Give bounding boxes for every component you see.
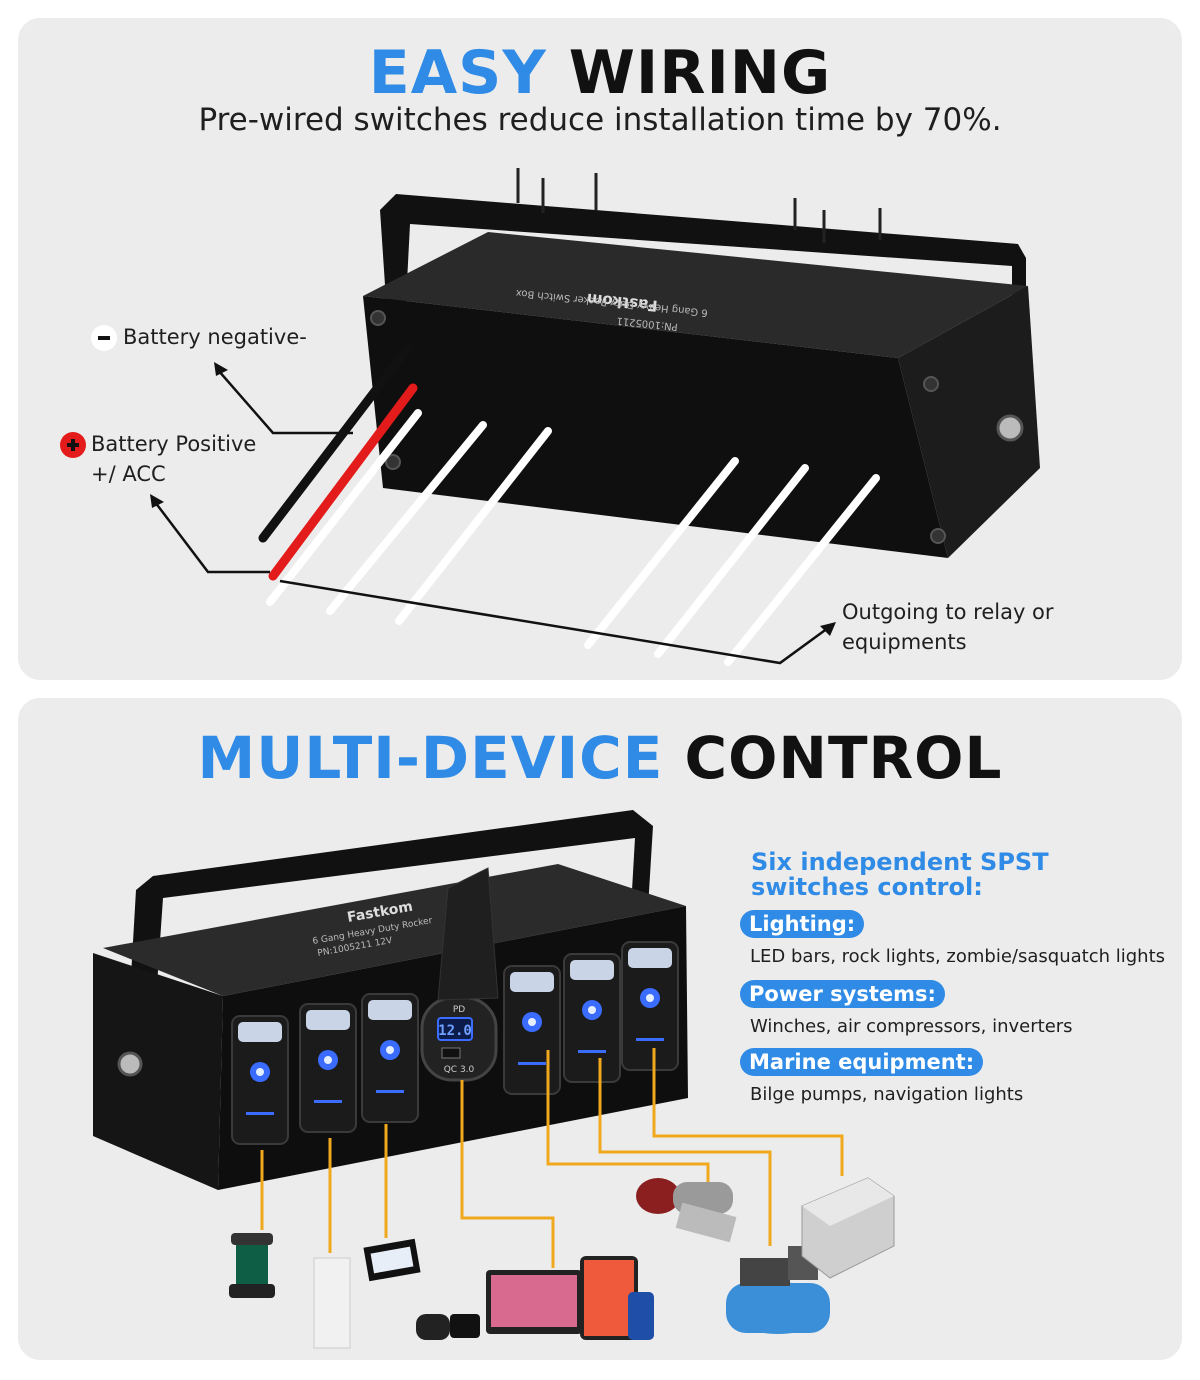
corner-screws — [370, 310, 946, 544]
box-top-face — [363, 232, 1028, 358]
easy-wiring-headline: EASY WIRING — [18, 38, 1182, 108]
white-output-wire-1 — [266, 409, 422, 606]
battery-positive-line2: +/ ACC — [91, 462, 166, 486]
category-power: Power systems: Winches, air compressors,… — [740, 980, 1073, 1037]
easy-wiring-panel: EASY WIRING Pre-wired switches reduce in… — [18, 18, 1182, 680]
device-wires — [260, 1048, 844, 1268]
rocker-switch-6[interactable] — [621, 941, 679, 1071]
inverter-device — [801, 1177, 895, 1279]
mounting-screws — [516, 168, 882, 243]
electronics-devices — [416, 1256, 654, 1340]
outgoing-line2: equipments — [842, 630, 967, 654]
box-side-face — [898, 286, 1040, 558]
battery-positive-label: Battery Positive +/ ACC — [91, 429, 256, 489]
air-compressor-device — [726, 1246, 830, 1334]
usb-dust-cover — [437, 867, 499, 1001]
box-side-face — [93, 953, 223, 1190]
black-negative-wire — [258, 343, 413, 543]
usb-qc-label: QC 3.0 — [444, 1065, 475, 1075]
battery-positive-line1: Battery Positive — [91, 432, 257, 456]
headline-accent-word: MULTI-DEVICE — [197, 724, 664, 792]
outgoing-label: Outgoing to relay or equipments — [842, 597, 1054, 657]
side-knob — [996, 414, 1024, 442]
rocker-switch-5[interactable] — [563, 953, 621, 1083]
white-output-wire-2 — [326, 421, 487, 615]
voltage-display: 12.0 — [438, 1023, 472, 1039]
red-positive-wire — [268, 383, 418, 581]
headline-rest-word: WIRING — [568, 38, 832, 108]
led-strip-device — [313, 1257, 351, 1349]
multi-device-control-panel: MULTI-DEVICE CONTROL Fastkom 6 Gang Heav… — [18, 698, 1182, 1360]
white-output-wire-3 — [395, 427, 552, 625]
rocker-switch-4[interactable] — [503, 965, 561, 1095]
switch-box-devices-illustration: Fastkom 6 Gang Heavy Duty Rocker PN:1005… — [93, 810, 895, 1349]
multi-device-headline: MULTI-DEVICE CONTROL — [18, 724, 1182, 792]
category-desc-power: Winches, air compressors, inverters — [750, 1016, 1073, 1037]
headline-accent-word: EASY — [368, 38, 547, 108]
nav-light-device — [229, 1233, 275, 1298]
battery-negative-label: Battery negative- — [123, 325, 307, 349]
rocker-switch-3[interactable] — [361, 993, 419, 1123]
rocker-switches — [231, 941, 679, 1145]
white-output-wire-4 — [584, 457, 739, 649]
headline-rest-word: CONTROL — [684, 724, 1003, 792]
rocker-switch-2[interactable] — [299, 1003, 357, 1133]
category-title-marine: Marine equipment: — [740, 1048, 984, 1076]
box-top-face — [103, 864, 686, 996]
mounting-bracket — [380, 194, 1026, 458]
six-switches-intro: Six independent SPST switches control: — [751, 848, 1049, 901]
box-front-face — [363, 296, 948, 558]
usb-charger-module: 12.0 PD QC 3.0 — [420, 867, 499, 1082]
category-desc-marine: Bilge pumps, navigation lights — [750, 1084, 1024, 1105]
category-lighting: Lighting: LED bars, rock lights, zombie/… — [740, 910, 1165, 967]
category-desc-lighting: LED bars, rock lights, zombie/sasquatch … — [750, 946, 1166, 967]
wires — [258, 343, 880, 666]
usb-pd-label: PD — [453, 1005, 465, 1015]
easy-wiring-subtitle: Pre-wired switches reduce installation t… — [198, 102, 1002, 138]
led-bar-device — [363, 1238, 421, 1282]
white-output-wire-5 — [654, 464, 809, 658]
winch-device — [636, 1178, 737, 1243]
callout-lines — [154, 369, 829, 665]
rocker-switch-1[interactable] — [231, 1015, 289, 1145]
category-title-lighting: Lighting: — [740, 910, 865, 938]
callout-arrowheads — [150, 362, 836, 636]
category-title-power: Power systems: — [740, 980, 945, 1008]
category-marine: Marine equipment: Bilge pumps, navigatio… — [740, 1048, 1023, 1105]
outgoing-line1: Outgoing to relay or — [842, 600, 1054, 624]
switch-box-wiring-illustration: Fastkom 6 Gang Heavy Duty Rocker Switch … — [60, 168, 1040, 666]
white-output-wire-6 — [724, 474, 880, 666]
side-knob — [117, 1051, 143, 1077]
mounting-bracket — [128, 810, 653, 1043]
